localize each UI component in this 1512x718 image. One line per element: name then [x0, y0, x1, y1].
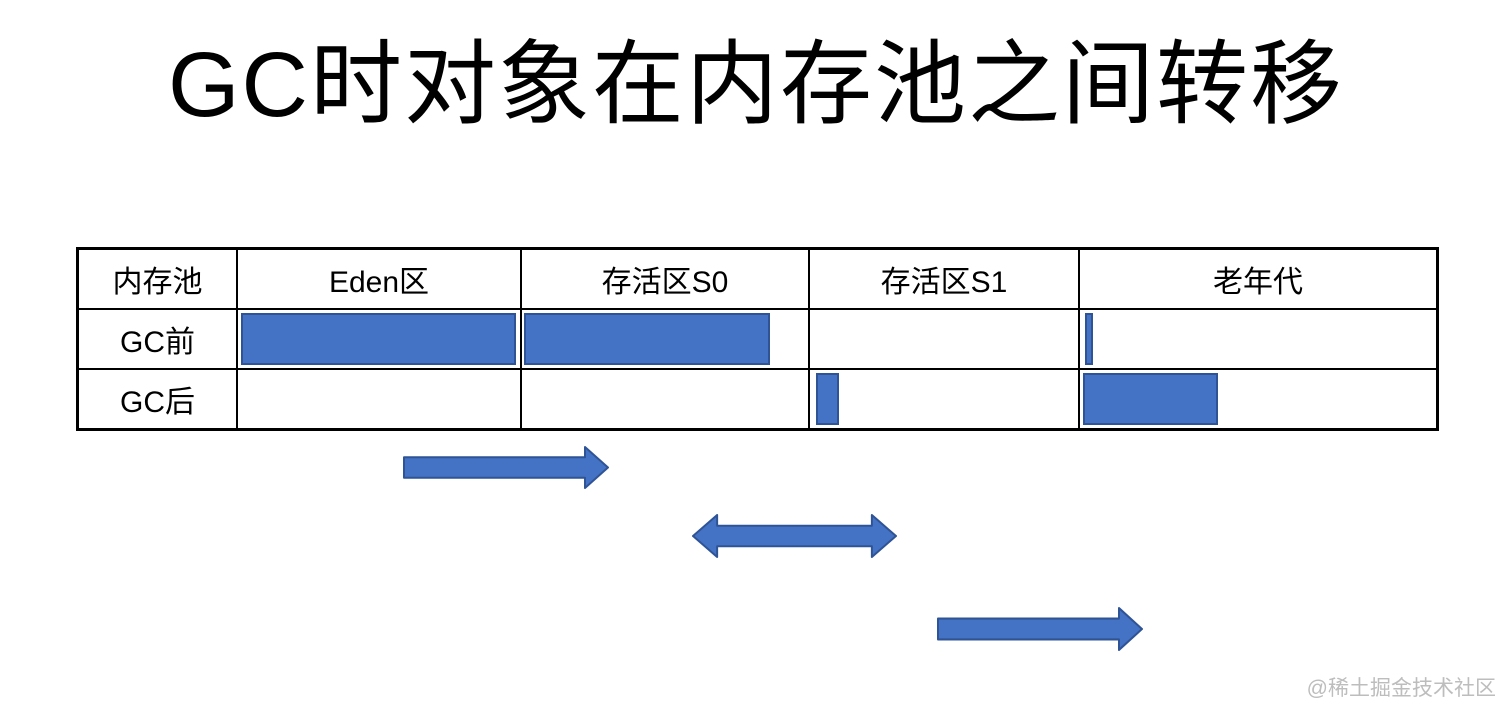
cell-after-gc-old-gen — [1080, 370, 1436, 428]
cell-before-gc-s1 — [810, 310, 1078, 368]
header-cell-survivor-s1: 存活区S1 — [810, 250, 1078, 308]
cell-before-gc-old-gen — [1080, 310, 1436, 368]
memory-usage-bar — [524, 313, 771, 365]
right-arrow-icon — [937, 607, 1143, 651]
memory-usage-bar — [1084, 313, 1094, 365]
header-cell-eden: Eden区 — [238, 250, 520, 308]
cell-after-gc-s1 — [810, 370, 1078, 428]
cell-before-gc-eden — [238, 310, 520, 368]
header-cell-old-gen: 老年代 — [1080, 250, 1436, 308]
double-arrow-icon — [692, 514, 897, 558]
row-label-after-gc: GC后 — [79, 370, 236, 428]
right-arrow-icon — [403, 446, 609, 489]
memory-usage-bar — [241, 313, 517, 365]
cell-before-gc-s0 — [522, 310, 808, 368]
cell-after-gc-s0 — [522, 370, 808, 428]
memory-usage-bar — [1083, 373, 1219, 425]
memory-pool-table: 内存池 Eden区 存活区S0 存活区S1 老年代 GC前 GC后 — [76, 247, 1439, 431]
memory-usage-bar — [815, 373, 839, 425]
page-title: GC时对象在内存池之间转移 — [167, 34, 1344, 136]
watermark: @稀土掘金技术社区 — [1306, 677, 1496, 700]
header-cell-survivor-s0: 存活区S0 — [522, 250, 808, 308]
cell-after-gc-eden — [238, 370, 520, 428]
row-label-before-gc: GC前 — [79, 310, 236, 368]
header-cell-memory-pool: 内存池 — [79, 250, 236, 308]
